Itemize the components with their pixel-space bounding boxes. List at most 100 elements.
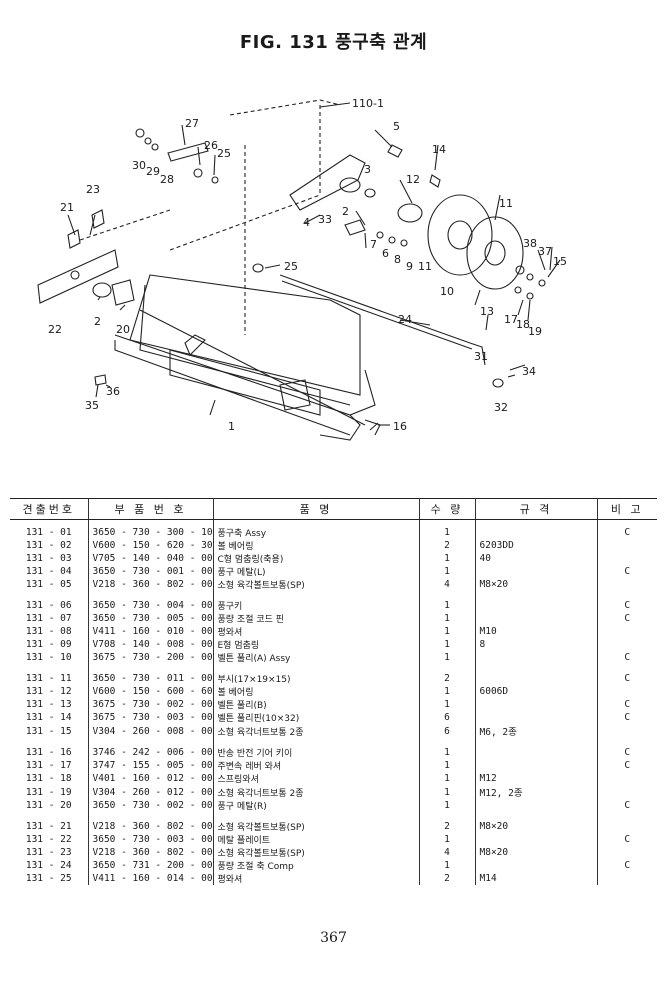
- index-no-cell: 131 - 14: [10, 711, 89, 724]
- callout-31: 31: [474, 350, 488, 363]
- callout-35: 35: [85, 399, 99, 412]
- quantity-cell: 1: [419, 859, 476, 872]
- quantity-cell: 1: [419, 612, 476, 625]
- note-cell: C: [624, 760, 631, 771]
- quantity-cell: 1: [419, 599, 476, 612]
- spacer-cell: [213, 812, 420, 820]
- callout-9: 9: [406, 260, 413, 273]
- part-name-cell: 주변속 레버 와셔: [213, 759, 420, 772]
- spec-cell: [475, 698, 598, 711]
- spec-cell: M8×20: [475, 820, 598, 833]
- index-no-cell: 131 - 18: [10, 772, 89, 785]
- note-cell: [597, 685, 657, 698]
- callout-13: 13: [480, 305, 494, 318]
- part-name-cell: 풍량 조절 축 Comp: [213, 859, 420, 872]
- callout-6: 6: [382, 247, 389, 260]
- spacer-cell: [597, 738, 657, 746]
- spacer-cell: [213, 664, 420, 672]
- spacer-cell: [10, 591, 89, 599]
- header-note: 비 고: [597, 498, 657, 520]
- callout-1: 1: [228, 420, 235, 433]
- part-name-cell: 풍구키: [213, 599, 420, 612]
- note-cell: [597, 785, 657, 799]
- note-cell: [597, 872, 657, 885]
- spacer-cell: [419, 591, 476, 599]
- callout-26: 26: [204, 139, 218, 152]
- quantity-cell: 1: [419, 685, 476, 698]
- spec-cell: M8×20: [475, 578, 598, 591]
- spec-cell: M14: [475, 872, 598, 885]
- part-no-cell: V600 - 150 - 620 - 30: [88, 539, 214, 552]
- spacer-cell: [88, 591, 214, 599]
- part-no-cell: 3675 - 730 - 002 - 00: [88, 698, 214, 711]
- callout-30: 30: [132, 159, 146, 172]
- callout-38: 38: [523, 237, 537, 250]
- quantity-cell: 1: [419, 698, 476, 711]
- quantity-cell: 1: [419, 552, 476, 565]
- part-no-cell: 3650 - 730 - 011 - 00: [88, 672, 214, 685]
- note-cell: C: [624, 699, 631, 710]
- callout-23: 23: [86, 183, 100, 196]
- spec-cell: [475, 833, 598, 846]
- callout-14: 14: [432, 143, 446, 156]
- part-name-cell: 벨튼 풀리(A) Assy: [213, 651, 420, 664]
- note-cell: [597, 846, 657, 859]
- note-cell: C: [624, 834, 631, 845]
- quantity-cell: 1: [419, 759, 476, 772]
- note-cell: [597, 552, 657, 565]
- index-no-cell: 131 - 24: [10, 859, 89, 872]
- spacer-cell: [475, 591, 598, 599]
- callout-25-upper: 25: [217, 147, 231, 160]
- index-no-cell: 131 - 08: [10, 625, 89, 638]
- index-no-cell: 131 - 22: [10, 833, 89, 846]
- index-no-cell: 131 - 21: [10, 820, 89, 833]
- spec-cell: [475, 612, 598, 625]
- group-spacer: [10, 738, 657, 746]
- callout-17: 17: [504, 313, 518, 326]
- spec-cell: [475, 599, 598, 612]
- callout-37: 37: [538, 245, 552, 258]
- part-no-cell: 3650 - 730 - 005 - 00: [88, 612, 214, 625]
- note-cell: [597, 625, 657, 638]
- note-cell: C: [624, 747, 631, 758]
- quantity-cell: 2: [419, 672, 476, 685]
- part-no-cell: 3675 - 730 - 003 - 00: [88, 711, 214, 724]
- part-name-cell: E형 멈춤링: [213, 638, 420, 651]
- callout-34: 34: [522, 365, 536, 378]
- spec-cell: [475, 711, 598, 724]
- index-no-cell: 131 - 12: [10, 685, 89, 698]
- group-spacer: [10, 591, 657, 599]
- quantity-cell: 6: [419, 724, 476, 738]
- part-no-cell: V304 - 260 - 012 - 00: [88, 785, 214, 799]
- index-no-cell: 131 - 17: [10, 759, 89, 772]
- index-no-cell: 131 - 01: [10, 519, 89, 539]
- spacer-cell: [475, 738, 598, 746]
- part-no-cell: 3675 - 730 - 200 - 00: [88, 651, 214, 664]
- quantity-cell: 1: [419, 638, 476, 651]
- spec-cell: [475, 672, 598, 685]
- part-name-cell: 풍량 조절 코드 핀: [213, 612, 420, 625]
- quantity-cell: 1: [419, 799, 476, 812]
- callout-11-right: 11: [499, 197, 513, 210]
- group-spacer: [10, 812, 657, 820]
- note-cell: C: [624, 652, 631, 663]
- index-no-cell: 131 - 23: [10, 846, 89, 859]
- quantity-cell: 1: [419, 785, 476, 799]
- part-name-cell: 소형 육각볼트보통(SP): [213, 820, 420, 833]
- quantity-cell: 1: [419, 746, 476, 759]
- note-cell: C: [624, 566, 631, 577]
- spacer-cell: [88, 664, 214, 672]
- callout-2-upper: 2: [342, 205, 349, 218]
- group-spacer: [10, 664, 657, 672]
- callout-32: 32: [494, 401, 508, 414]
- note-cell: [597, 578, 657, 591]
